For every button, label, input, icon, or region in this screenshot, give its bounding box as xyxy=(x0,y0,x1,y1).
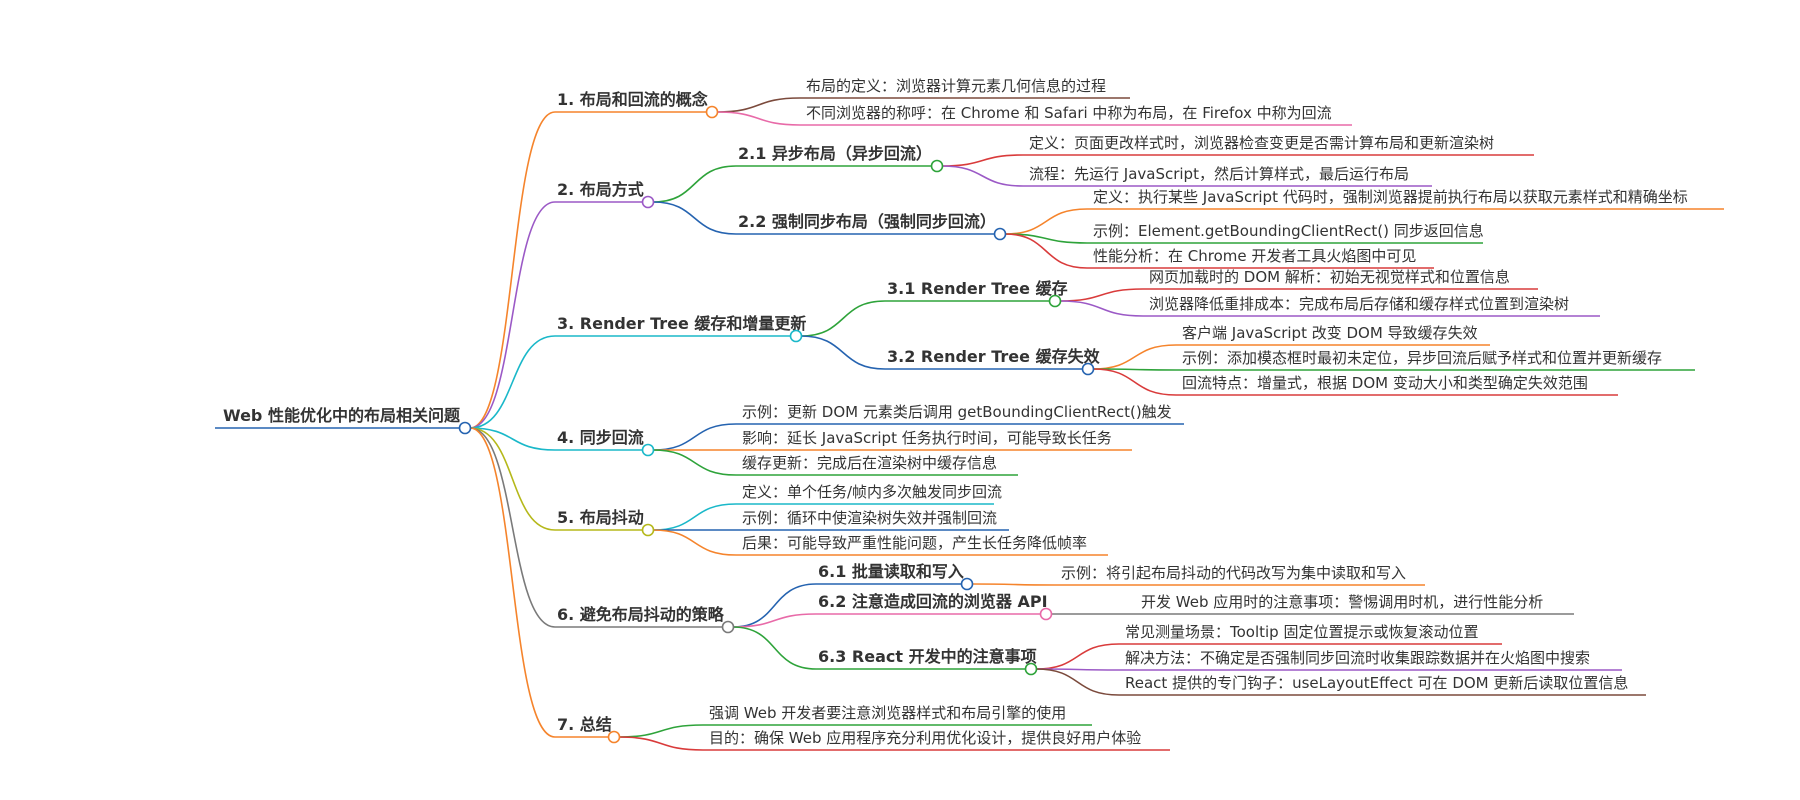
edge-b3-0-1 xyxy=(1059,300,1144,317)
edge-b2-0 xyxy=(652,165,737,203)
node-b6-0[interactable] xyxy=(960,577,974,591)
leaf-b5-2: 后果：可能导致严重性能问题，产生长任务降低帧率 xyxy=(742,534,1087,552)
edge-b4-2 xyxy=(652,449,737,476)
edge-b7 xyxy=(469,427,556,738)
edge-b5-0 xyxy=(652,503,737,531)
node-b2[interactable] xyxy=(641,195,655,209)
leaf-b6-2-1: 解决方法：不确定是否强制同步回流时收集跟踪数据并在火焰图中搜索 xyxy=(1125,649,1590,667)
branch-b6: 6. 避免布局抖动的策略 xyxy=(557,605,725,624)
leaf-b4-0: 示例：更新 DOM 元素类后调用 getBoundingClientRect()… xyxy=(742,403,1172,421)
edge-b1-0 xyxy=(716,97,801,113)
edge-b3-0-0 xyxy=(1059,288,1144,302)
edge-b3-1-2 xyxy=(1092,368,1177,396)
leaf-b5-1: 示例：循环中使渲染树失效并强制回流 xyxy=(742,509,997,527)
leaf-b4-1: 影响：延长 JavaScript 任务执行时间，可能导致长任务 xyxy=(742,429,1112,447)
subtopic-b6-1: 6.2 注意造成回流的浏览器 API xyxy=(818,592,1048,611)
edge-b1 xyxy=(469,111,556,429)
subtopic-b6-2: 6.3 React 开发中的注意事项 xyxy=(818,647,1037,666)
leaf-b6-0-0: 示例：将引起布局抖动的代码改写为集中读取和写入 xyxy=(1061,564,1406,582)
leaf-b3-0-0: 网页加载时的 DOM 解析：初始无视觉样式和位置信息 xyxy=(1149,268,1510,286)
node-b6-2[interactable] xyxy=(1024,662,1038,676)
branch-b1: 1. 布局和回流的概念 xyxy=(557,90,709,109)
leaf-b1-0: 布局的定义：浏览器计算元素几何信息的过程 xyxy=(806,77,1106,95)
subtopic-b2-0: 2.1 异步布局（异步回流） xyxy=(738,144,932,163)
edge-b6-0-0 xyxy=(971,583,1056,586)
edge-b5-2 xyxy=(652,529,737,556)
edge-b3-0 xyxy=(800,300,886,337)
edge-b6-0 xyxy=(732,583,817,628)
edge-b3-1 xyxy=(800,335,886,370)
node-b4[interactable] xyxy=(641,443,655,457)
edge-b3-1-0 xyxy=(1092,344,1177,370)
branch-b5: 5. 布局抖动 xyxy=(557,508,644,527)
branch-b7: 7. 总结 xyxy=(557,715,612,734)
edge-b6-2-0 xyxy=(1035,643,1120,670)
leaf-b3-1-0: 客户端 JavaScript 改变 DOM 导致缓存失效 xyxy=(1182,324,1478,342)
edge-b1-1 xyxy=(716,111,801,126)
leaf-b6-2-0: 常见测量场景：Tooltip 固定位置提示或恢复滚动位置 xyxy=(1125,623,1478,641)
leaf-b7-0: 强调 Web 开发者要注意浏览器样式和布局引擎的使用 xyxy=(709,704,1066,722)
leaf-b2-1-2: 性能分析：在 Chrome 开发者工具火焰图中可见 xyxy=(1093,247,1416,265)
branch-b2: 2. 布局方式 xyxy=(557,180,644,199)
edge-b2-1-0 xyxy=(1004,208,1088,235)
edge-b4-0 xyxy=(652,423,737,451)
root-topic: Web 性能优化中的布局相关问题 xyxy=(223,406,461,425)
leaf-b3-0-1: 浏览器降低重排成本：完成布局后存储和缓存样式位置到渲染树 xyxy=(1149,295,1569,313)
node-b7[interactable] xyxy=(607,730,621,744)
branch-b4: 4. 同步回流 xyxy=(557,428,644,447)
edge-b5 xyxy=(469,427,556,531)
leaf-b3-1-2: 回流特点：增量式，根据 DOM 变动大小和类型确定失效范围 xyxy=(1182,374,1588,392)
edge-b2-0-1 xyxy=(941,165,1024,187)
leaf-b2-1-1: 示例：Element.getBoundingClientRect() 同步返回信… xyxy=(1093,222,1484,240)
edge-b4 xyxy=(469,427,556,451)
edge-b2-1-2 xyxy=(1004,233,1088,269)
node-b6[interactable] xyxy=(721,620,735,634)
leaf-b4-2: 缓存更新：完成后在渲染树中缓存信息 xyxy=(742,454,997,472)
edge-b2-0-0 xyxy=(941,154,1024,167)
edge-b3 xyxy=(469,335,556,429)
subtopic-b6-0: 6.1 批量读取和写入 xyxy=(818,562,964,581)
node-b2-1[interactable] xyxy=(993,227,1007,241)
subtopic-b2-1: 2.2 强制同步布局（强制同步回流） xyxy=(738,212,996,231)
leaf-b2-0-0: 定义：页面更改样式时，浏览器检查变更是否需计算布局和更新渲染树 xyxy=(1029,134,1494,152)
edge-b6-2-2 xyxy=(1035,668,1120,696)
leaf-b2-0-1: 流程：先运行 JavaScript，然后计算样式，最后运行布局 xyxy=(1029,165,1409,183)
edge-b6 xyxy=(469,427,556,628)
leaf-b6-2-2: React 提供的专门钩子：useLayoutEffect 可在 DOM 更新后… xyxy=(1125,674,1628,692)
node-b3-1[interactable] xyxy=(1081,362,1095,376)
subtopic-b3-1: 3.2 Render Tree 缓存失效 xyxy=(887,347,1100,366)
edge-b2 xyxy=(469,201,556,429)
node-b3[interactable] xyxy=(789,329,803,343)
root-node[interactable] xyxy=(458,421,472,435)
edge-b7-0 xyxy=(618,724,704,738)
node-b1[interactable] xyxy=(705,105,719,119)
edge-b7-1 xyxy=(618,736,704,751)
mindmap-nodes: Web 性能优化中的布局相关问题 1. 布局和回流的概念 布局的定义：浏览器计算元素… xyxy=(223,77,1688,747)
edge-b6-1 xyxy=(732,613,817,628)
edge-b6-2 xyxy=(732,626,817,670)
leaf-b3-1-1: 示例：添加模态框时最初未定位，异步回流后赋予样式和位置并更新缓存 xyxy=(1182,349,1662,367)
node-b3-0[interactable] xyxy=(1048,294,1062,308)
leaf-b2-1-0: 定义：执行某些 JavaScript 代码时，强制浏览器提前执行布局以获取元素样… xyxy=(1093,188,1688,206)
leaf-b1-1: 不同浏览器的称呼：在 Chrome 和 Safari 中称为布局，在 Firef… xyxy=(806,104,1332,122)
subtopic-b3-0: 3.1 Render Tree 缓存 xyxy=(887,279,1068,298)
leaf-b6-1-0: 开发 Web 应用时的注意事项：警惕调用时机，进行性能分析 xyxy=(1141,593,1543,611)
node-b6-1[interactable] xyxy=(1039,607,1053,621)
mindmap-edges xyxy=(215,97,1724,751)
leaf-b5-0: 定义：单个任务/帧内多次触发同步回流 xyxy=(742,483,1002,501)
node-b5[interactable] xyxy=(641,523,655,537)
node-b2-0[interactable] xyxy=(930,159,944,173)
edge-b2-1 xyxy=(652,201,737,235)
branch-b3: 3. Render Tree 缓存和增量更新 xyxy=(557,314,806,333)
leaf-b7-1: 目的：确保 Web 应用程序充分利用优化设计，提供良好用户体验 xyxy=(709,729,1141,747)
